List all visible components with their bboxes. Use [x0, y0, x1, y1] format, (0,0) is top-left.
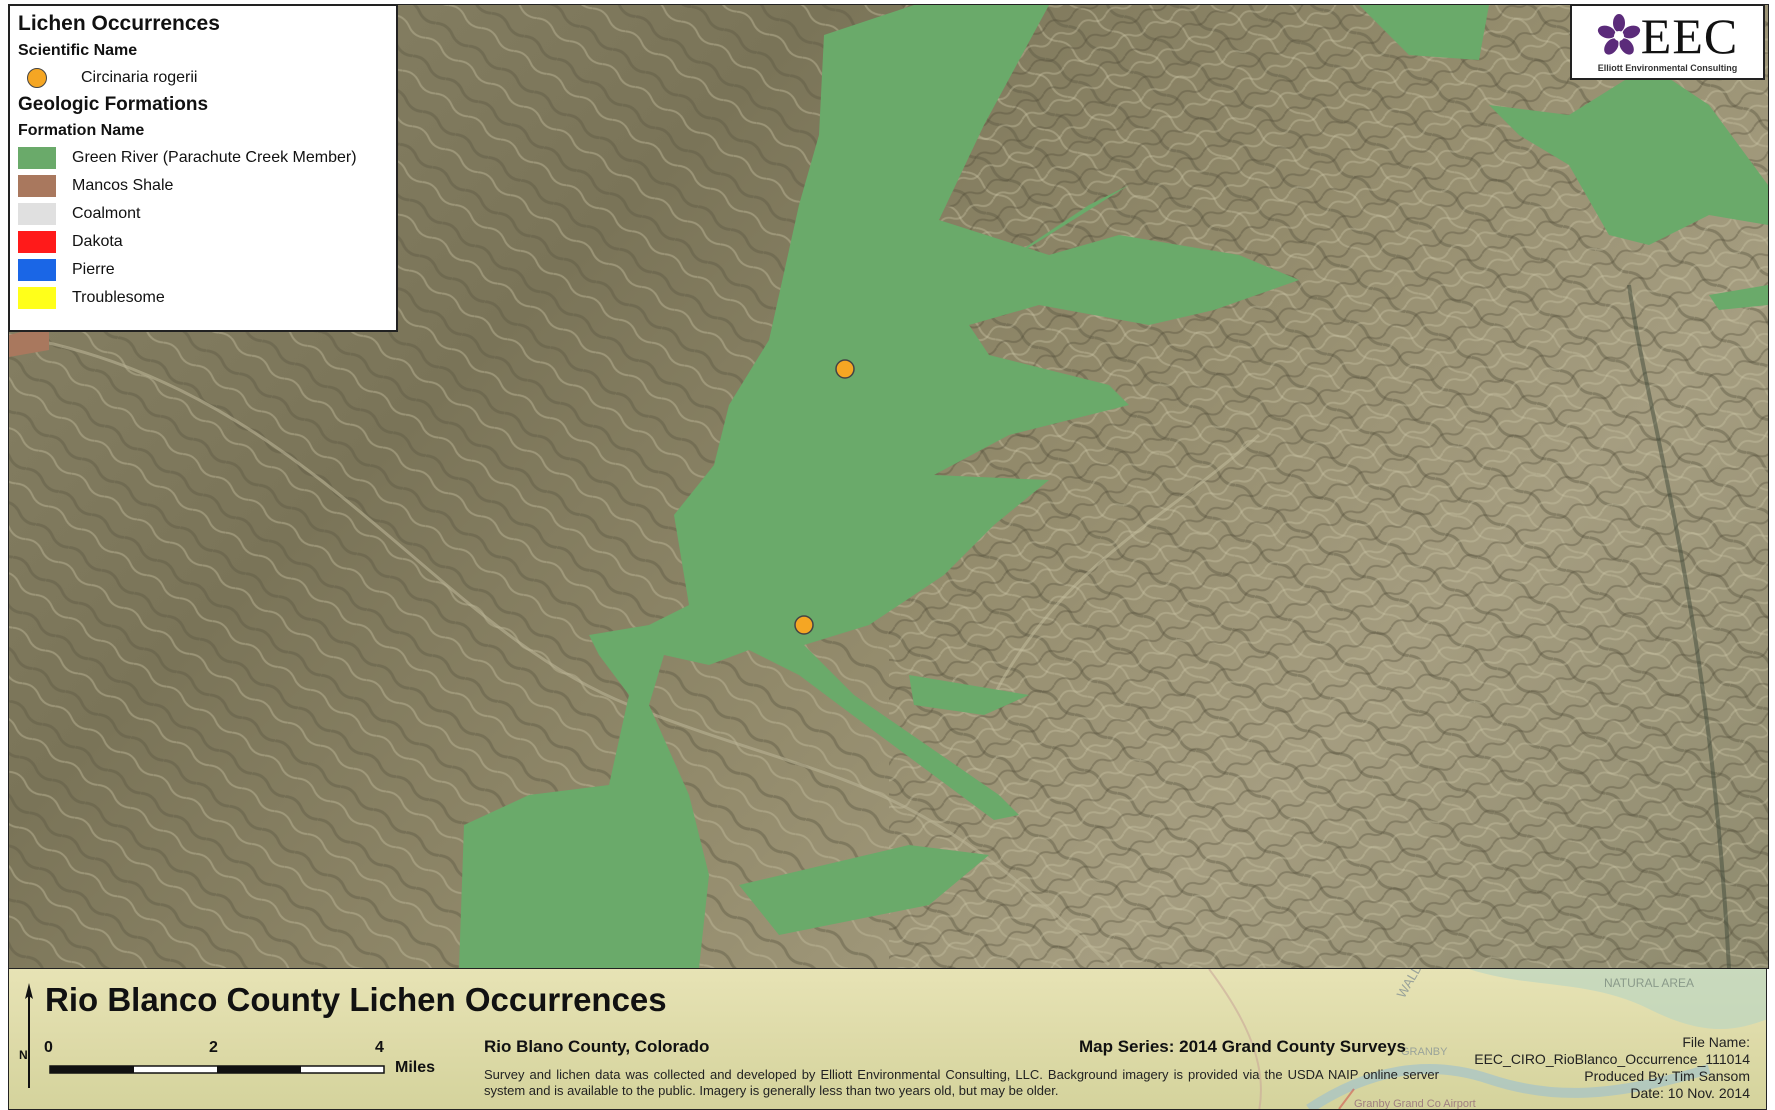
- legend-item-label: Coalmont: [72, 205, 141, 222]
- map-series: Map Series: 2014 Grand County Surveys: [1079, 1037, 1406, 1056]
- map-date: Date: 10 Nov. 2014: [1630, 1085, 1750, 1101]
- green-river-formation: [459, 5, 1768, 968]
- title-block: NATURAL AREA WALDEN HOLLOW GRANBY Granby…: [8, 968, 1767, 1110]
- north-arrow-icon: N: [19, 983, 33, 1088]
- legend-item-label: Pierre: [72, 261, 115, 278]
- scale-bar-graphic: [49, 1065, 385, 1074]
- scale-tick-label: 0: [44, 1039, 53, 1056]
- formation-swatch: [18, 231, 56, 253]
- legend-item-label: Troublesome: [72, 289, 165, 306]
- flower-icon: [1597, 14, 1640, 55]
- occurrence-point[interactable]: [835, 359, 855, 379]
- formation-swatch: [18, 259, 56, 281]
- north-letter: N: [19, 1048, 28, 1062]
- formation-swatch: [18, 287, 56, 309]
- legend-item-formation: Troublesome: [18, 284, 388, 312]
- legend-item-formation: Mancos Shale: [18, 172, 388, 200]
- scale-tick-label: 4: [375, 1039, 384, 1056]
- legend-item-label: Dakota: [72, 233, 123, 250]
- mancos-shale-formation: [9, 325, 49, 357]
- basemap-background: NATURAL AREA WALDEN HOLLOW GRANBY Granby…: [1208, 969, 1766, 1110]
- legend-item-label: Green River (Parachute Creek Member): [72, 149, 357, 166]
- occurrence-point[interactable]: [794, 615, 814, 635]
- file-info: File Name: EEC_CIRO_RioBlanco_Occurrence…: [1474, 1034, 1750, 1102]
- formation-swatch: [18, 175, 56, 197]
- file-name: EEC_CIRO_RioBlanco_Occurrence_111014: [1474, 1051, 1750, 1067]
- legend-item-formation: Pierre: [18, 256, 388, 284]
- produced-by: Produced By: Tim Sansom: [1584, 1068, 1750, 1084]
- legend-item-formation: Dakota: [18, 228, 388, 256]
- formation-header: Formation Name: [18, 122, 145, 139]
- company-logo: EEC Elliott Environmental Consulting: [1570, 4, 1765, 80]
- bg-label: NATURAL AREA: [1604, 976, 1694, 990]
- bg-label: Granby Grand Co Airport: [1354, 1098, 1476, 1110]
- map-legend: Lichen Occurrences Scientific Name Circi…: [8, 4, 398, 332]
- legend-item-formation: Green River (Parachute Creek Member): [18, 144, 388, 172]
- legend-item-label: Circinaria rogerii: [81, 69, 198, 86]
- legend-item-species: Circinaria rogerii: [18, 64, 388, 92]
- scale-unit: Miles: [395, 1059, 436, 1076]
- legend-item-formation: Coalmont: [18, 200, 388, 228]
- bg-label: GRANBY: [1401, 1046, 1448, 1058]
- formation-swatch: [18, 203, 56, 225]
- scale-tick-label: 2: [209, 1039, 218, 1056]
- occurrence-symbol: [27, 68, 47, 88]
- data-credits: Survey and lichen data was collected and…: [484, 1067, 1439, 1098]
- map-location: Rio Blano County, Colorado: [484, 1037, 710, 1056]
- map-title: Rio Blanco County Lichen Occurrences: [45, 981, 667, 1018]
- bg-label: WALDEN HOLLOW: [1394, 969, 1465, 1001]
- legend-title: Lichen Occurrences: [18, 12, 220, 35]
- file-label: File Name:: [1682, 1034, 1750, 1050]
- logo-subtitle: Elliott Environmental Consulting: [1597, 63, 1738, 73]
- species-header: Scientific Name: [18, 42, 138, 59]
- legend-item-label: Mancos Shale: [72, 177, 174, 194]
- logo-text: EEC: [1640, 8, 1739, 64]
- geology-title: Geologic Formations: [18, 94, 209, 115]
- formation-swatch: [18, 147, 56, 169]
